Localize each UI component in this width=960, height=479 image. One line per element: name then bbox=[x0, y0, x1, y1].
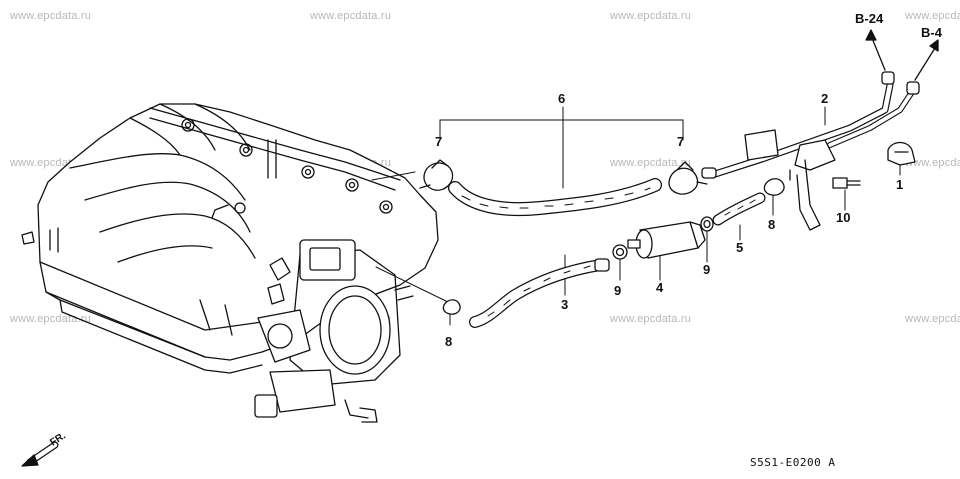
part-label-7[interactable]: 7 bbox=[677, 134, 685, 149]
part-label-9[interactable]: 9 bbox=[703, 262, 711, 277]
part-label-9[interactable]: 9 bbox=[614, 283, 622, 298]
watermark: www.epcdata.ru bbox=[905, 313, 960, 325]
watermark: www.epcdata.ru bbox=[905, 157, 960, 169]
water-pipe bbox=[701, 71, 920, 231]
part-label-10[interactable]: 10 bbox=[836, 210, 851, 225]
part-label-5[interactable]: 5 bbox=[736, 240, 744, 255]
part-label-1[interactable]: 1 bbox=[896, 177, 904, 192]
watermark: www.epcdata.ru bbox=[610, 313, 692, 325]
ref-arrow-b4 bbox=[914, 39, 939, 81]
water-hose-3 bbox=[469, 258, 610, 328]
part-label-4[interactable]: 4 bbox=[656, 280, 664, 295]
ref-arrow-b24 bbox=[865, 29, 886, 71]
watermark: www.epcdata.ru bbox=[610, 157, 692, 169]
flange-bolt bbox=[832, 177, 861, 189]
part-label-6[interactable]: 6 bbox=[558, 91, 566, 106]
bypass-valve bbox=[627, 221, 706, 259]
part-label-3[interactable]: 3 bbox=[561, 297, 569, 312]
pipe-clamp bbox=[887, 141, 916, 166]
ref-label-b4[interactable]: B-4 bbox=[921, 25, 942, 40]
watermark: www.epcdata.ru bbox=[610, 10, 692, 22]
watermark: www.epcdata.ru bbox=[310, 10, 392, 22]
front-arrow bbox=[21, 441, 59, 467]
part-label-2[interactable]: 2 bbox=[821, 91, 829, 106]
watermark: www.epcdata.ru bbox=[10, 10, 92, 22]
hose-clamp-small bbox=[700, 216, 714, 232]
diagram-code: S5S1-E0200 A bbox=[750, 456, 836, 469]
part-label-7[interactable]: 7 bbox=[435, 134, 443, 149]
throttle-body bbox=[254, 239, 414, 423]
part-label-8[interactable]: 8 bbox=[445, 334, 453, 349]
ref-label-b24[interactable]: B-24 bbox=[855, 11, 884, 26]
watermark: www.epcdata.ru bbox=[905, 10, 960, 22]
hose-clamp bbox=[668, 161, 708, 195]
hose-clamp bbox=[419, 159, 454, 191]
hose-clamp-small bbox=[612, 244, 628, 260]
hose-clamp-small bbox=[763, 178, 785, 196]
water-hose-upper bbox=[448, 178, 662, 217]
hose-clamp-small bbox=[442, 299, 461, 315]
part-label-8[interactable]: 8 bbox=[768, 217, 776, 232]
water-hose-5 bbox=[712, 192, 766, 226]
